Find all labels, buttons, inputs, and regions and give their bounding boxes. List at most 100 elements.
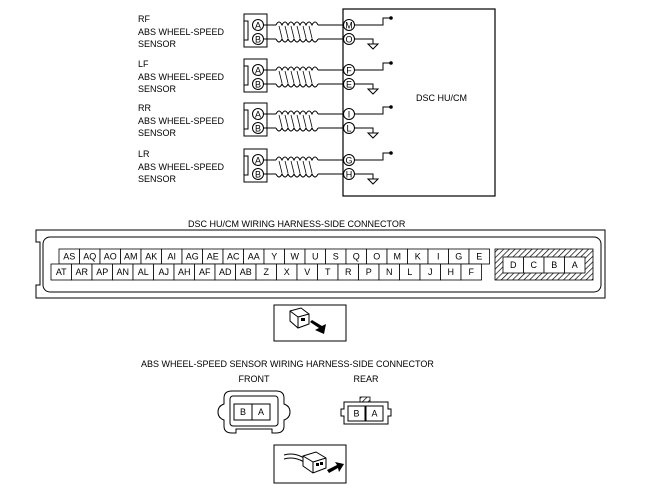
- dsc-pin-label: AP: [96, 267, 108, 277]
- dsc-pin-label: V: [304, 267, 310, 277]
- module-pin-label: F: [346, 66, 352, 76]
- front-pin-a: [251, 403, 271, 421]
- dsc-pin-label: AR: [75, 267, 88, 277]
- dsc-pin-label: AB: [240, 267, 252, 277]
- sensor-name-label: ABS WHEEL-SPEED: [138, 162, 225, 172]
- rear-connector-label: REAR: [353, 374, 379, 384]
- module-pin-label: E: [346, 80, 352, 90]
- sensor-name-label: ABS WHEEL-SPEED: [138, 72, 225, 82]
- sensor-pin-circle: [252, 154, 264, 166]
- twisted-wire: [275, 156, 319, 162]
- dsc-pin-label: AS: [63, 252, 75, 262]
- sensor-position-label: LR: [138, 149, 150, 159]
- module-pin-label: I: [348, 110, 351, 120]
- dsc-pin-label: AO: [104, 252, 117, 262]
- dsc-pin-label: AE: [207, 252, 219, 262]
- terminal-dot: [389, 16, 393, 20]
- dsc-pin-label: P: [366, 267, 372, 277]
- module-pin-label: M: [345, 21, 353, 31]
- dsc-pin-label: J: [428, 267, 433, 277]
- dsc-pin-label: AL: [138, 267, 149, 277]
- dsc-pin-label: AA: [248, 252, 260, 262]
- sensor-position-label: LF: [138, 59, 149, 69]
- dsc-pin-label: R: [345, 267, 352, 277]
- dsc-hucm-module-label: DSC HU/CM: [416, 93, 467, 103]
- front-pin-b-label: B: [240, 407, 246, 417]
- rear-pin-b-label: B: [353, 409, 359, 419]
- ground-icon: [366, 88, 380, 95]
- sensor-position-label: RF: [138, 14, 150, 24]
- dsc-pin-label: H: [448, 267, 455, 277]
- twisted-wire: [275, 66, 319, 72]
- front-connector: B A: [217, 390, 291, 434]
- dsc-pin-label: O: [373, 252, 380, 262]
- dsc-pin-label: AG: [186, 252, 199, 262]
- twisted-wire: [275, 110, 319, 116]
- twisted-wire: [275, 126, 319, 132]
- sensor-type-label: SENSOR: [138, 39, 177, 49]
- twisted-wire: [275, 21, 319, 27]
- sensor-pin-circle: [252, 33, 264, 45]
- dsc-pin-label: U: [312, 252, 319, 262]
- dsc-pin-label: AC: [227, 252, 240, 262]
- sensor-connector-latch: [243, 109, 249, 130]
- sensor-position-label: RR: [138, 103, 151, 113]
- dsc-pin-label: Z: [264, 267, 270, 277]
- dsc-pin-label: T: [325, 267, 331, 277]
- sensor-connector-latch: [243, 65, 249, 86]
- dsc-hucm-module-box: [342, 8, 496, 197]
- dsc-pin-label: E: [476, 252, 482, 262]
- abs-connector-title: ABS WHEEL-SPEED SENSOR WIRING HARNESS-SI…: [141, 359, 434, 369]
- dsc-pin-label: G: [455, 252, 462, 262]
- rear-connector: B A: [340, 396, 392, 425]
- dsc-pin-label: AN: [116, 267, 129, 277]
- sensor-name-label: ABS WHEEL-SPEED: [138, 27, 225, 37]
- twisted-wire: [275, 37, 319, 43]
- ground-icon: [366, 132, 380, 139]
- dsc-pin-label: B: [551, 260, 557, 270]
- front-connector-label: FRONT: [239, 374, 270, 384]
- sensor-type-label: SENSOR: [138, 128, 177, 138]
- dsc-pin-label: L: [407, 267, 412, 277]
- dsc-pin-label: I: [437, 252, 440, 262]
- dsc-pin-label: Q: [353, 252, 360, 262]
- sensor-type-label: SENSOR: [138, 174, 177, 184]
- dsc-pin-label: AD: [219, 267, 232, 277]
- sensor-pin-circle: [252, 108, 264, 120]
- twisted-wire: [275, 172, 319, 178]
- sensor-group-lf: LF ABS WHEEL-SPEED SENSOR AB FE: [138, 58, 393, 95]
- dsc-pin-label: AI: [167, 252, 176, 262]
- sensor-pin-circle: [252, 122, 264, 134]
- sensor-pin-label: B: [255, 124, 261, 134]
- sensor-type-label: SENSOR: [138, 84, 177, 94]
- dsc-pin-label: S: [333, 252, 339, 262]
- sensor-pin-label: A: [255, 110, 261, 120]
- sensor-pin-circle: [252, 168, 264, 180]
- sensor-pin-label: A: [255, 156, 261, 166]
- dsc-pin-label: AF: [199, 267, 211, 277]
- module-pin-label: O: [345, 35, 352, 45]
- connector-view-icon-abs: [273, 444, 347, 484]
- dsc-pin-label: A: [572, 260, 578, 270]
- dsc-pin-label: C: [531, 260, 538, 270]
- dsc-pin-label: AK: [145, 252, 157, 262]
- sensor-pin-label: B: [255, 35, 261, 45]
- sensor-pin-label: B: [255, 80, 261, 90]
- sensor-name-label: ABS WHEEL-SPEED: [138, 116, 225, 126]
- dsc-connector-title: DSC HU/CM WIRING HARNESS-SIDE CONNECTOR: [188, 219, 406, 229]
- dsc-pin-label: K: [415, 252, 421, 262]
- dsc-pin-label: F: [469, 267, 475, 277]
- sensor-pin-circle: [252, 64, 264, 76]
- dsc-pin-cell: [460, 263, 482, 281]
- rear-connector-lock: [359, 396, 371, 403]
- sensor-pin-circle: [252, 78, 264, 90]
- sensor-pin-label: A: [255, 66, 261, 76]
- dsc-pin-cell: [564, 256, 586, 274]
- sensor-pin-label: A: [255, 21, 261, 31]
